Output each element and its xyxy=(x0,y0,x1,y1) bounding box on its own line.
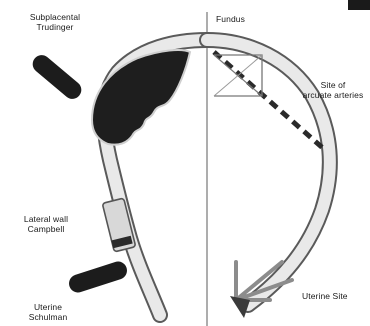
label-lateral-wall: Lateral wall Campbell xyxy=(10,214,82,234)
label-arcuate-line1: Site of xyxy=(296,80,370,90)
label-subplacental-line1: Subplacental xyxy=(14,12,96,22)
corner-dark-block xyxy=(348,0,370,10)
label-uterine-site: Uterine Site xyxy=(302,291,348,301)
uterine-probe xyxy=(67,259,130,295)
placenta xyxy=(92,50,190,145)
label-uterine-schulman: Uterine Schulman xyxy=(12,302,84,322)
subplacental-probe xyxy=(29,51,85,102)
label-lateral-wall-line2: Campbell xyxy=(10,224,82,234)
label-subplacental-line2: Trudinger xyxy=(14,22,96,32)
label-arcuate-line2: arcuate arteries xyxy=(296,90,370,100)
label-subplacental: Subplacental Trudinger xyxy=(14,12,96,32)
label-fundus: Fundus xyxy=(216,14,245,24)
label-uterine-line1: Uterine xyxy=(12,302,84,312)
label-arcuate-arteries: Site of arcuate arteries xyxy=(296,80,370,100)
label-uterine-line2: Schulman xyxy=(12,312,84,322)
label-lateral-wall-line1: Lateral wall xyxy=(10,214,82,224)
